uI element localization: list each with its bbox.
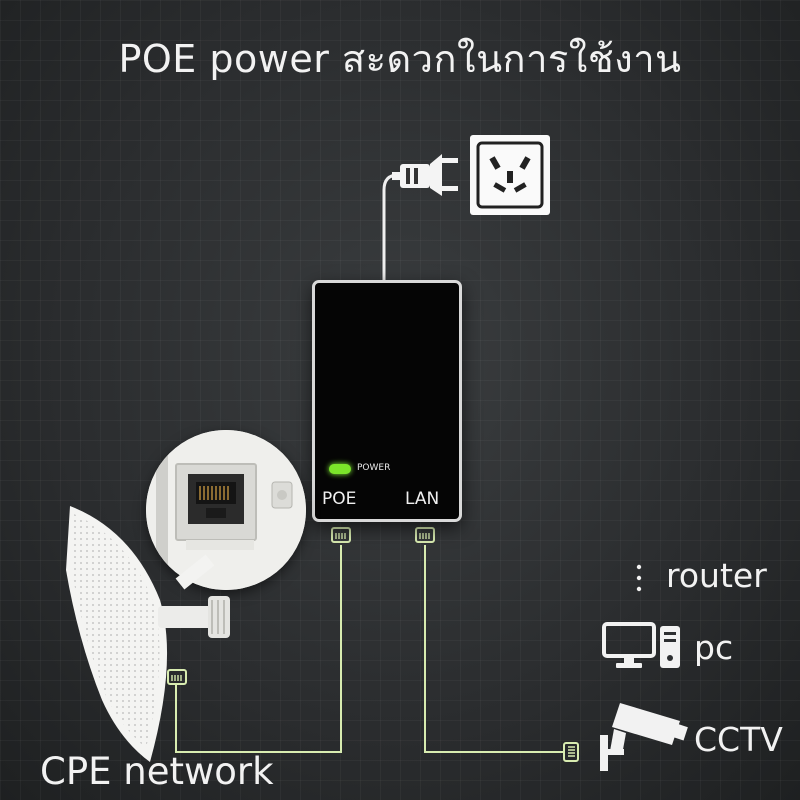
rj45-connector-icon [331,527,351,543]
power-plug-icon [392,154,458,196]
power-led [329,464,351,474]
legend-cctv: CCTV [694,720,783,759]
ethernet-port-icon [146,430,306,590]
poe-injector: POWER POE LAN [312,280,462,522]
poe-port-label: POE [322,489,357,509]
wall-outlet-icon [470,135,550,215]
cctv-camera-icon [600,703,688,771]
rj45-connector-icon [415,527,435,543]
poe-cable [175,545,342,753]
lan-cable [424,545,565,753]
power-led-label: POWER [357,463,391,473]
rj45-connector-icon [167,669,187,685]
rj45-connector-icon [563,742,579,762]
ethernet-port-photo [146,430,306,590]
legend-pc: pc [694,628,734,667]
kebab-menu-icon [636,564,642,592]
cpe-antenna-icon [66,506,230,762]
cpe-network-label: CPE network [40,750,274,793]
lan-port-label: LAN [405,489,440,509]
legend-router: router [666,556,767,595]
page-title: POE power สะดวกในการใช้งาน [118,37,682,81]
desktop-pc-icon [602,622,680,668]
